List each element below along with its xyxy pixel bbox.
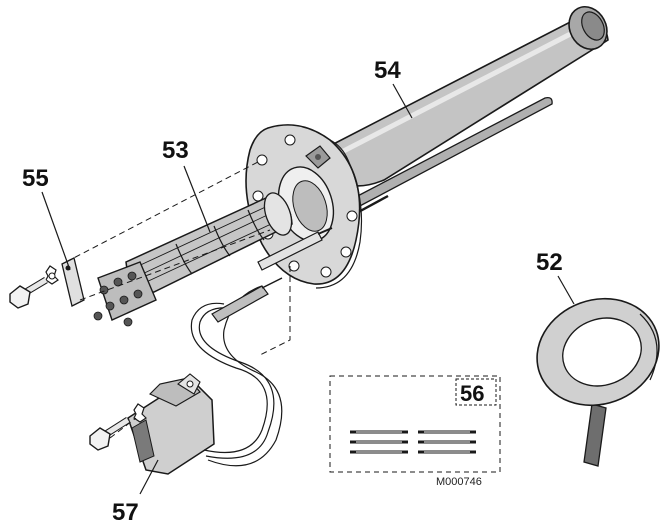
probe-sheath: [257, 231, 323, 271]
heating-element-band: [247, 209, 265, 241]
leader-line-52: [557, 275, 575, 305]
kit-rod-highlights: [356, 431, 470, 453]
terminal-screw: [105, 301, 115, 311]
flange-plate-rim: [315, 139, 363, 289]
probe-pin: [317, 227, 333, 235]
flange-hole: [288, 260, 300, 272]
probe-lead: [261, 277, 283, 289]
leader-line-54: [392, 83, 413, 119]
sealing-ring-tab: [583, 403, 607, 467]
probe-tube: [211, 285, 269, 323]
terminal-screw: [99, 285, 109, 295]
flange-hole: [256, 154, 268, 166]
gasket-plate: [61, 257, 85, 307]
bolt-head: [9, 285, 31, 309]
cover-bolt-head: [89, 427, 111, 451]
leader-line-53: [183, 165, 211, 233]
assembly-line: [257, 266, 291, 357]
label-54: 54: [374, 57, 401, 84]
flange-hole: [320, 266, 332, 278]
part-52-sealing-ring: [536, 297, 660, 467]
thermostat-probe: [211, 227, 333, 323]
assembly-line: [65, 161, 259, 263]
kit-dashed-box: [329, 375, 501, 473]
sleeve-tube-end-face: [581, 11, 605, 41]
assembly-line: [79, 229, 271, 301]
heating-element-coil-line: [137, 209, 279, 277]
terminal-screw: [119, 295, 129, 305]
flange-hole: [346, 210, 358, 222]
sleeve-tube-body: [316, 16, 609, 187]
heating-element-band: [213, 225, 231, 257]
label-52: 52: [536, 249, 563, 276]
label-57: 57: [112, 499, 139, 526]
terminal-screw: [133, 289, 143, 299]
sleeve-tube-highlight: [328, 25, 584, 161]
cover-lock-washer: [133, 403, 147, 423]
part-56-accessory-kit: [329, 375, 501, 473]
lock-washer-hole: [48, 272, 56, 280]
label-56: 56: [460, 381, 484, 406]
cover-bolt-shank-fill: [104, 417, 130, 437]
assembly-line: [109, 417, 137, 439]
terminal-screw: [123, 317, 133, 327]
flange-hole: [284, 134, 296, 146]
part-57-terminal-cover: [89, 285, 283, 475]
part-54-sleeve-tube: [316, 6, 609, 224]
heating-element-collar: [263, 192, 293, 236]
leader-lines: [41, 83, 575, 495]
sensor-cable: [207, 285, 283, 467]
kit-label-box: [455, 378, 497, 406]
sensor-rod: [349, 96, 553, 209]
reference-code: M000746: [436, 476, 482, 488]
label-53: 53: [162, 137, 189, 164]
heating-element-coil-line: [133, 203, 273, 269]
label-55: 55: [22, 165, 49, 192]
terminal-cover-tab-hole: [186, 380, 194, 388]
thermostat-cable: [198, 307, 275, 459]
terminal-screw: [93, 311, 103, 321]
flange-opening-inner: [292, 180, 328, 232]
thermostat-cable: [190, 302, 268, 454]
part-53-heating-element: [93, 192, 293, 327]
flange-clip-screw: [315, 154, 321, 160]
leader-line-57: [139, 459, 159, 495]
part-55-gasket-washer-bolt: [9, 257, 85, 309]
flange-hole: [340, 246, 352, 258]
terminal-cover-opening: [131, 419, 155, 463]
assembly-dashed-lines: [65, 161, 291, 439]
terminal-screws: [93, 271, 143, 327]
terminal-screw: [127, 271, 137, 281]
sealing-ring-inner: [562, 317, 642, 387]
sealing-ring-depth: [639, 313, 658, 381]
leader-line-55: [41, 191, 71, 271]
bolt-shank-fill: [24, 277, 48, 295]
